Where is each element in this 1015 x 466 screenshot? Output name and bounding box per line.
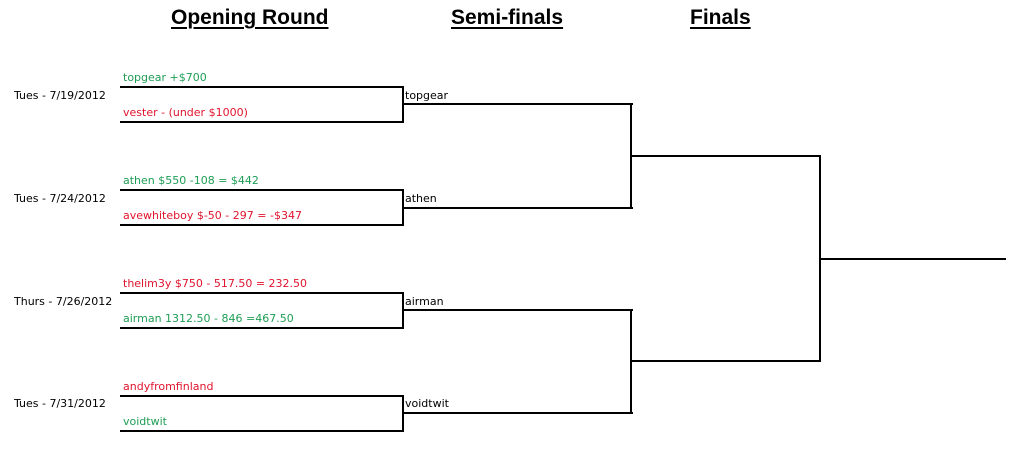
entrant-top: athen $550 -108 = $442 xyxy=(123,174,259,187)
heading-opening-round: Opening Round xyxy=(171,6,329,29)
bracket-line xyxy=(402,207,633,209)
bracket-line xyxy=(120,224,404,226)
bracket-line xyxy=(120,189,404,191)
match-date: Tues - 7/24/2012 xyxy=(14,192,106,205)
entrant-bottom: avewhiteboy $-50 - 297 = -$347 xyxy=(123,209,302,222)
bracket-line xyxy=(120,430,404,432)
entrant-bottom: airman 1312.50 - 846 =467.50 xyxy=(123,312,294,325)
bracket-line xyxy=(630,155,821,157)
bracket-line xyxy=(819,258,1006,260)
heading-semi-finals: Semi-finals xyxy=(451,6,564,29)
semi-finalist: topgear xyxy=(405,89,449,102)
bracket-line xyxy=(402,103,633,105)
entrant-top: andyfromfinland xyxy=(123,380,214,393)
entrant-bottom: voidtwit xyxy=(123,415,167,428)
semi-finalist: athen xyxy=(405,192,437,205)
entrant-top: topgear +$700 xyxy=(123,71,207,84)
bracket-line xyxy=(120,327,404,329)
match-date: Tues - 7/19/2012 xyxy=(14,89,106,102)
match-date: Thurs - 7/26/2012 xyxy=(14,295,113,308)
bracket-line xyxy=(402,309,633,311)
semi-finalist: voidtwit xyxy=(405,397,449,410)
entrant-bottom: vester - (under $1000) xyxy=(123,106,248,119)
match-date: Tues - 7/31/2012 xyxy=(14,397,106,410)
semi-finalist: airman xyxy=(405,295,444,308)
heading-finals: Finals xyxy=(690,6,751,29)
bracket-line xyxy=(120,292,404,294)
bracket-line xyxy=(120,395,404,397)
bracket-line xyxy=(120,121,404,123)
bracket-line xyxy=(630,360,821,362)
bracket-line xyxy=(402,412,633,414)
bracket-line xyxy=(120,86,404,88)
entrant-top: thelim3y $750 - 517.50 = 232.50 xyxy=(123,277,308,290)
